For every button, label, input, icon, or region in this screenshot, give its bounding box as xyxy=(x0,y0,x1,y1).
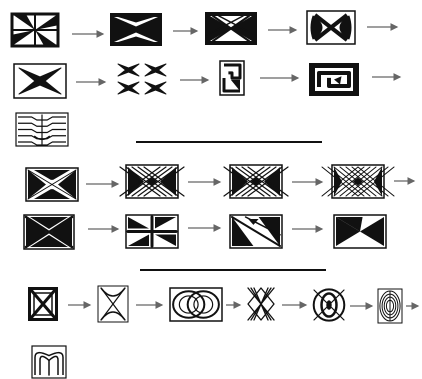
motif-eye-lattice xyxy=(314,289,345,320)
motif-diagonal-split xyxy=(230,215,282,248)
motif-quad-triangles xyxy=(12,14,58,46)
motif-ring-lattice xyxy=(378,289,402,323)
motif-group xyxy=(12,11,400,146)
motif-nested-x xyxy=(248,288,274,320)
motif-solid-x xyxy=(14,64,66,98)
motif-boxed-x xyxy=(28,287,58,321)
motif-diamond-x-lattice xyxy=(120,165,184,198)
motif-knot-loop xyxy=(32,346,66,378)
motif-s-hook xyxy=(220,61,244,95)
motif-bowtie-triangles xyxy=(334,215,386,248)
motif-diamond-x xyxy=(26,168,78,201)
motif-lattice-x xyxy=(205,12,257,45)
motif-bowtie-x xyxy=(307,11,355,44)
motif-hourglass-x xyxy=(110,13,162,46)
motif-double-oval xyxy=(170,288,222,321)
motif-meander-strips xyxy=(16,113,68,146)
motif-triangle-x xyxy=(24,215,74,249)
motif-arch-x xyxy=(98,286,128,322)
motif-group xyxy=(24,165,414,249)
motif-diamond-x-lattice xyxy=(224,165,288,198)
motif-group xyxy=(28,286,418,378)
motif-dense-lattice xyxy=(322,165,394,198)
motif-union-jack xyxy=(126,215,178,248)
motif-fret-spiral xyxy=(309,63,359,96)
motif-split-x xyxy=(118,64,166,94)
